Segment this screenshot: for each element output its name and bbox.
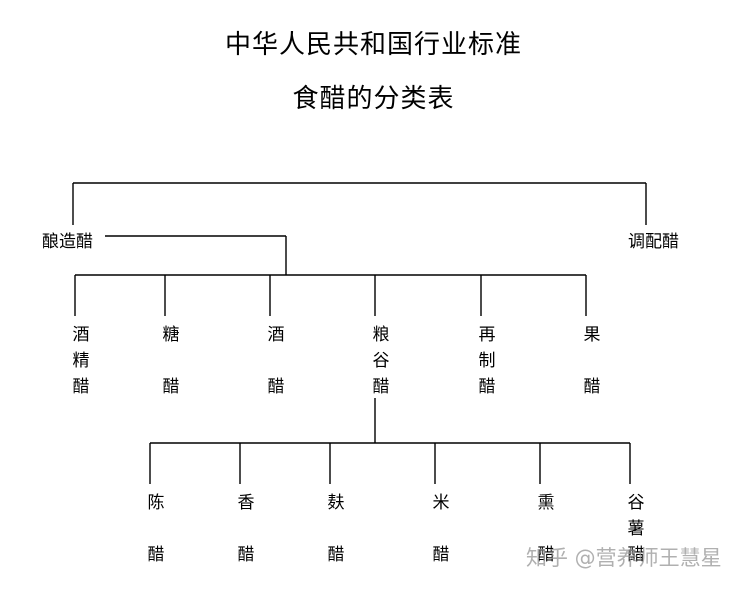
- node-aged-vinegar: 陈醋: [147, 493, 165, 565]
- node-sugar-vinegar: 糖醋: [162, 325, 180, 397]
- node-brewed-vinegar: 酿造醋: [42, 232, 93, 252]
- node-fragrant-vinegar: 香醋: [237, 493, 255, 565]
- watermark: 知乎 @营养师王慧星: [526, 546, 722, 570]
- node-blended-vinegar: 调配醋: [628, 232, 679, 252]
- node-reprocessed-vinegar: 再制醋: [478, 325, 496, 397]
- page-subtitle: 食醋的分类表: [292, 84, 455, 114]
- node-fruit-vinegar: 果醋: [583, 325, 601, 397]
- node-rice-vinegar: 米醋: [432, 493, 450, 565]
- page-title: 中华人民共和国行业标准: [224, 30, 522, 60]
- node-wine-vinegar: 酒醋: [267, 325, 285, 397]
- node-grain-potato-vinegar: 谷薯醋: [627, 493, 645, 565]
- node-alcohol-vinegar: 酒精醋: [72, 325, 90, 397]
- node-grain-vinegar: 粮谷醋: [372, 325, 390, 397]
- node-smoked-vinegar: 熏醋: [537, 493, 555, 565]
- node-bran-vinegar: 麸醋: [327, 493, 345, 565]
